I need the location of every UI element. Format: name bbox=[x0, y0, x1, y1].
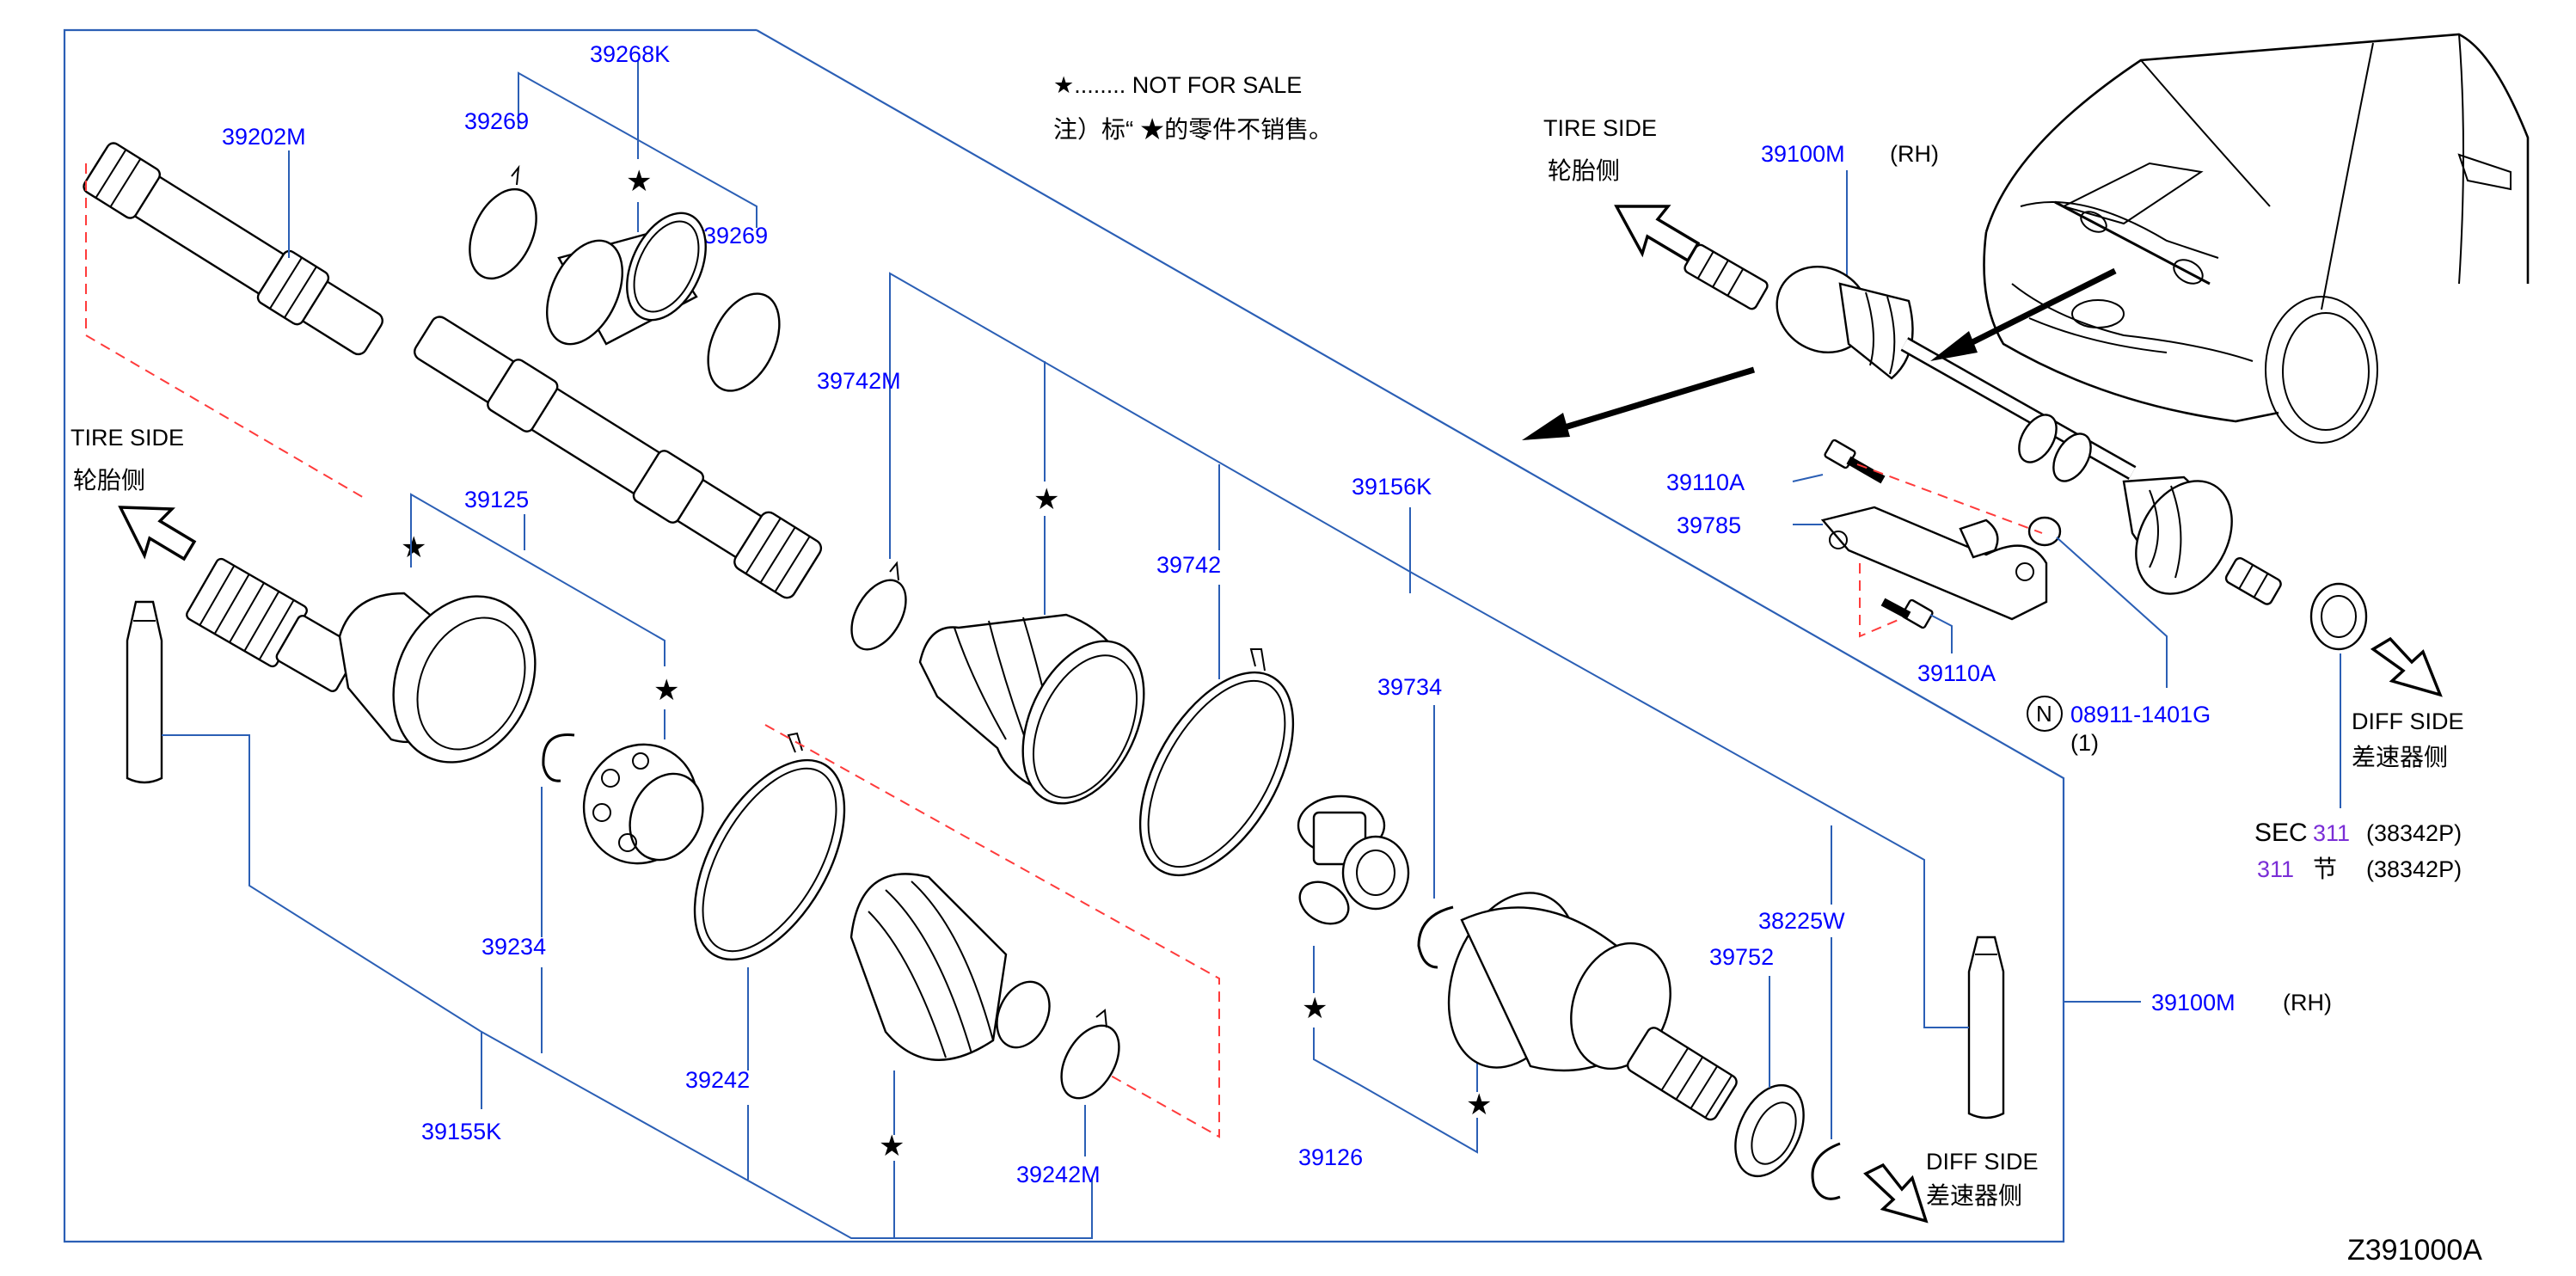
boot-lower bbox=[849, 873, 1051, 1061]
leader-39125 bbox=[410, 493, 665, 666]
tire-side-arrow-right bbox=[1614, 205, 1701, 263]
shaft-part bbox=[83, 142, 823, 599]
tire-side-label-right-cn: 轮胎侧 bbox=[1548, 157, 1620, 184]
clamp-39269-right bbox=[707, 292, 781, 392]
section-ref-cn-code: (38342P) bbox=[2366, 856, 2462, 882]
diff-side-arrow-right bbox=[2370, 636, 2443, 697]
diff-side-label-bottom-cn: 差速器侧 bbox=[1926, 1182, 2022, 1209]
part-label-39742: 39742 bbox=[1156, 552, 1221, 578]
part-label-39234: 39234 bbox=[481, 934, 546, 960]
leader-39155K bbox=[162, 734, 482, 1109]
leader-bottom-bracket bbox=[481, 1031, 1093, 1239]
leader-08911 bbox=[2056, 537, 2168, 688]
part-label-39100M-bottom: 39100M bbox=[2151, 990, 2236, 1015]
diff-side-arrow-bottom bbox=[1863, 1163, 1929, 1224]
rh-label-bottom: (RH) bbox=[2283, 990, 2332, 1015]
leader-39742M-group bbox=[889, 272, 1411, 593]
section-ref-cn-word: 节 bbox=[2313, 856, 2337, 882]
snap-ring-39734 bbox=[1417, 905, 1454, 969]
boot-alignment-dashes bbox=[764, 724, 1220, 1138]
boot-39268K bbox=[546, 212, 707, 346]
outer-cv-joint bbox=[186, 557, 537, 764]
tire-side-label-left: TIRE SIDE bbox=[71, 425, 184, 451]
rh-label-top: (RH) bbox=[1890, 141, 1939, 167]
leader-39100M-group bbox=[1409, 571, 1969, 1028]
part-label-39125: 39125 bbox=[464, 487, 529, 512]
star-mark-inner-joint: ★ bbox=[1466, 1089, 1492, 1121]
part-label-08911: 08911-1401G bbox=[2070, 702, 2211, 727]
diff-side-label-right-cn: 差速器侧 bbox=[2352, 744, 2448, 770]
grease-tube-right bbox=[1967, 936, 2005, 1120]
clamp-band-39742 bbox=[1138, 648, 1295, 877]
part-label-39742M: 39742M bbox=[817, 368, 901, 394]
seal-39752 bbox=[1734, 1083, 1805, 1178]
part-label-39734: 39734 bbox=[1377, 674, 1442, 700]
circlip-38225W bbox=[1811, 1142, 1841, 1200]
part-label-39110A-bottom: 39110A bbox=[1917, 660, 1996, 686]
tire-side-label-left-cn: 轮胎侧 bbox=[73, 467, 145, 494]
section-ref-num: 311 bbox=[2313, 820, 2350, 846]
snap-ring-39234 bbox=[542, 733, 575, 782]
star-mark-39242: ★ bbox=[879, 1130, 905, 1163]
part-label-39785: 39785 bbox=[1677, 512, 1741, 538]
bracket-dashes-lower bbox=[1859, 563, 1901, 638]
part-label-39156K: 39156K bbox=[1352, 474, 1432, 500]
tire-side-label-right: TIRE SIDE bbox=[1543, 115, 1657, 141]
legend-not-for-sale: ★........ NOT FOR SALE bbox=[1053, 72, 1302, 98]
rh-driveshaft bbox=[1684, 243, 2282, 605]
part-label-39269-right: 39269 bbox=[703, 223, 768, 248]
clamp-39742M bbox=[850, 579, 907, 651]
assembly-frame bbox=[63, 28, 2065, 1243]
tripod-39126 bbox=[1297, 794, 1410, 925]
grease-tube-left bbox=[126, 600, 163, 784]
direction-arrow-vehicle bbox=[1930, 267, 2117, 361]
star-mark-39268K: ★ bbox=[626, 165, 652, 198]
star-mark-boot-upper: ★ bbox=[1033, 483, 1059, 516]
ball-cage-39125 bbox=[582, 743, 704, 865]
inner-cv-joint bbox=[1447, 892, 1738, 1121]
section-ref-code: (38342P) bbox=[2366, 820, 2462, 846]
tire-side-arrow-left bbox=[118, 506, 197, 561]
star-mark-39125-left: ★ bbox=[401, 531, 426, 564]
part-label-39126: 39126 bbox=[1298, 1144, 1363, 1170]
leader-39110A-bottom bbox=[1929, 614, 1953, 653]
part-label-39110A-top: 39110A bbox=[1666, 469, 1745, 495]
bolt-39110A-bottom bbox=[1880, 598, 1934, 629]
part-label-39269-left: 39269 bbox=[464, 108, 529, 134]
direction-arrow-main bbox=[1522, 366, 1756, 440]
part-label-39100M-top: 39100M bbox=[1761, 141, 1845, 167]
n-mark-circle bbox=[2027, 696, 2063, 732]
diff-side-label-bottom: DIFF SIDE bbox=[1926, 1149, 2039, 1175]
part-label-39242: 39242 bbox=[685, 1067, 750, 1093]
legend-not-for-sale-cn: 注）标“ ★的零件不销售。 bbox=[1053, 116, 1333, 143]
part-qty-08911: (1) bbox=[2070, 730, 2099, 756]
vehicle-illustration bbox=[1983, 33, 2530, 444]
part-label-39202M: 39202M bbox=[222, 124, 306, 150]
part-label-39268K: 39268K bbox=[590, 41, 670, 67]
part-label-39155K: 39155K bbox=[421, 1119, 501, 1144]
part-label-38225W: 38225W bbox=[1758, 908, 1845, 934]
seal-right bbox=[2309, 582, 2368, 651]
part-label-39242M: 39242M bbox=[1016, 1162, 1101, 1187]
star-mark-tripod: ★ bbox=[1302, 992, 1328, 1025]
part-label-39752: 39752 bbox=[1709, 944, 1774, 970]
clamp-39269-left bbox=[469, 187, 537, 280]
shaft-alignment-dashes bbox=[85, 163, 366, 500]
section-ref-sec: SEC bbox=[2254, 819, 2308, 847]
bracket-dashes bbox=[1856, 463, 2043, 534]
bracket-39785 bbox=[1820, 506, 2048, 621]
n-mark: N bbox=[2036, 701, 2052, 727]
diagram-code: Z391000A bbox=[2347, 1234, 2482, 1267]
leader-39110A-top bbox=[1792, 474, 1824, 482]
clamp-39242M bbox=[1060, 1024, 1120, 1100]
bolt-39110A-top bbox=[1824, 439, 1886, 484]
nut-08911 bbox=[2027, 516, 2062, 547]
star-mark-39125-right: ★ bbox=[653, 674, 679, 707]
leader-39126 bbox=[1313, 1028, 1478, 1154]
section-ref-cn-num: 311 bbox=[2257, 856, 2294, 882]
clamp-band-39242 bbox=[693, 732, 846, 961]
boot-upper bbox=[918, 613, 1145, 805]
diff-side-label-right: DIFF SIDE bbox=[2352, 709, 2464, 734]
